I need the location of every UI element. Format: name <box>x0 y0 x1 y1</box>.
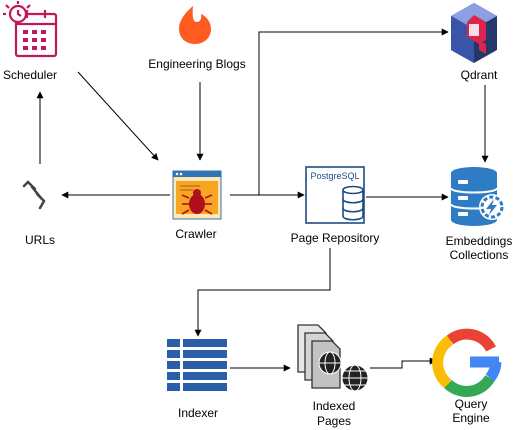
flame-logo-icon <box>179 6 211 44</box>
globe-icon <box>318 351 369 392</box>
embeddings-label-line1: Embeddings <box>446 234 513 248</box>
crawler-label: Crawler <box>175 227 216 241</box>
google-g-icon <box>432 328 502 397</box>
indexed-pages-node: Indexed Pages <box>297 324 369 428</box>
engineering-blogs-node: Engineering Blogs <box>148 6 246 71</box>
database-lightning-icon <box>450 167 505 226</box>
calendar-grid <box>23 30 46 50</box>
calendar-clock-icon <box>3 1 58 58</box>
edge-crawler-to-qdrant <box>258 28 449 195</box>
crawler-node: Crawler <box>172 170 222 241</box>
query-engine-node: Query Engine <box>432 328 502 425</box>
embeddings-collections-node: Embeddings Collections <box>446 167 513 262</box>
edges <box>36 28 489 372</box>
page-repository-label: Page Repository <box>291 231 380 245</box>
edge-scheduler-to-crawler <box>77 71 159 161</box>
engineering-blogs-label: Engineering Blogs <box>148 57 245 71</box>
web-pages-icon <box>297 324 369 392</box>
index-table-icon <box>167 339 227 391</box>
scheduler-label: Scheduler <box>3 68 57 82</box>
indexed-pages-label-line1: Indexed <box>313 399 356 413</box>
scheduler-node: Scheduler <box>3 1 58 82</box>
bug-browser-icon <box>172 170 222 220</box>
embeddings-label-line2: Collections <box>450 248 509 262</box>
indexer-node: Indexer <box>167 339 227 420</box>
indexed-pages-label-line2: Pages <box>317 414 351 428</box>
qdrant-node: Qdrant <box>451 3 498 82</box>
query-engine-label-line1: Query <box>455 397 488 411</box>
postgresql-badge: PostgreSQL <box>310 171 359 181</box>
query-engine-label-line2: Engine <box>452 411 490 425</box>
page-repository-node: PostgreSQL Page Repository <box>291 166 380 245</box>
chain-link-icon <box>22 180 46 210</box>
edge-repository-to-indexer <box>194 248 331 337</box>
indexer-label: Indexer <box>178 406 218 420</box>
qdrant-label: Qdrant <box>461 68 498 82</box>
urls-node: URLs <box>22 180 55 247</box>
qdrant-logo-icon <box>451 3 497 63</box>
urls-label: URLs <box>25 233 55 247</box>
edge-indexed-pages-to-query-engine <box>370 357 437 369</box>
postgresql-database-icon: PostgreSQL <box>305 166 365 224</box>
